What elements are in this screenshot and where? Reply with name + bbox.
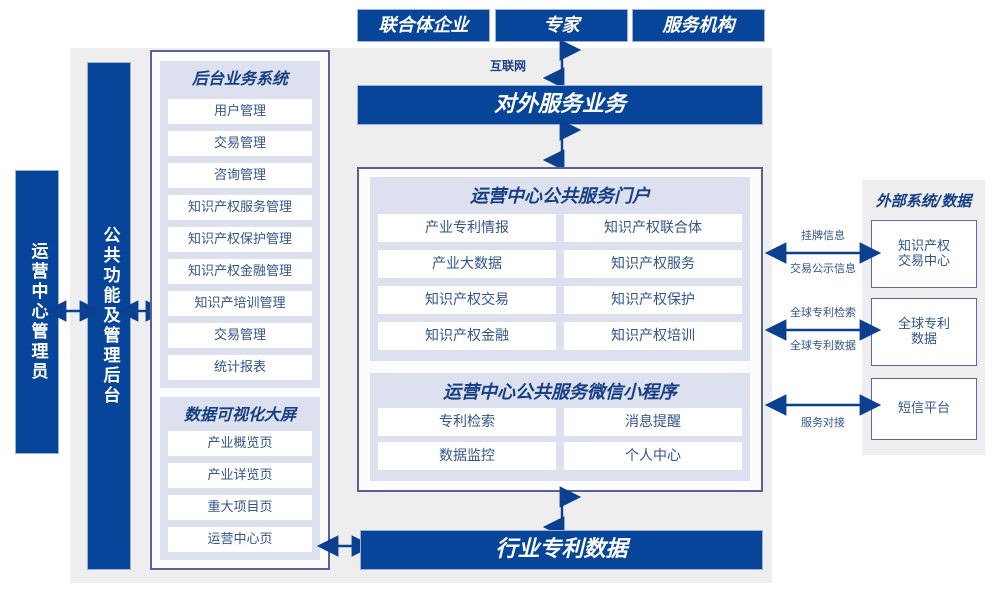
dataviz-item-label: 重大项目页 — [207, 499, 273, 515]
external-system-line2: 交易中心 — [897, 254, 950, 269]
backend-item[interactable]: 知识产权保护管理 — [168, 227, 312, 252]
portal-title: 运营中心公共服务门户 — [470, 186, 650, 207]
external-system-line1: 全球专利 — [897, 316, 950, 332]
external-connector-3 — [764, 394, 882, 416]
portal-item[interactable]: 知识产权服务 — [564, 250, 742, 278]
top-actor-label: 联合体企业 — [378, 14, 469, 36]
external-system-line1: 知识产权 — [897, 238, 950, 254]
dataviz-item[interactable]: 运营中心页 — [168, 527, 312, 552]
backend-item-label: 交易管理 — [213, 327, 266, 343]
miniprogram-item[interactable]: 专利检索 — [378, 408, 556, 436]
backend-to-modules-connector — [116, 300, 168, 322]
portal-to-bottom-connector — [542, 486, 582, 538]
portal-item[interactable]: 知识产权交易 — [378, 286, 556, 314]
external-system-label: 全球专利 数据 — [898, 317, 950, 348]
external-connector-1 — [764, 242, 882, 264]
external-service-bar[interactable]: 对外服务业务 — [357, 85, 763, 125]
portal-item[interactable]: 知识产权金融 — [378, 322, 556, 350]
external-link-label-below-3: 服务对接 — [801, 416, 845, 429]
miniprogram-item[interactable]: 个人中心 — [564, 442, 742, 470]
backend-item-label: 交易管理 — [213, 135, 266, 151]
external-system-box-1[interactable]: 知识产权 交易中心 — [871, 220, 977, 288]
top-actor-label: 专家 — [543, 14, 580, 36]
miniprogram-item[interactable]: 消息提醒 — [564, 408, 742, 436]
top-actor-box-1[interactable]: 联合体企业 — [357, 9, 490, 42]
external-systems-title: 外部系统/数据 — [875, 192, 972, 210]
backend-item[interactable]: 交易管理 — [168, 131, 312, 156]
external-link-label-below-2: 全球专利数据 — [790, 339, 856, 352]
top-actor-label: 服务机构 — [662, 14, 735, 36]
bottom-bar-label: 行业专利数据 — [495, 537, 628, 563]
backend-item-label: 知识产权服务管理 — [187, 199, 292, 215]
external-link-label-above-1: 挂牌信息 — [801, 229, 845, 242]
portal-item-label: 知识产权培训 — [611, 327, 695, 344]
portal-item-label: 知识产权服务 — [611, 255, 695, 272]
backend-item[interactable]: 知识产权金融管理 — [168, 259, 312, 284]
dataviz-item-label: 运营中心页 — [207, 531, 273, 547]
backend-business-title: 后台业务系统 — [191, 69, 288, 88]
dataviz-item[interactable]: 重大项目页 — [168, 495, 312, 520]
admin-to-backend-connector — [44, 300, 102, 322]
backend-item-label: 知识产权金融管理 — [187, 263, 292, 279]
external-service-label: 对外服务业务 — [493, 92, 626, 118]
backend-item[interactable]: 咨询管理 — [168, 163, 312, 188]
left-actor-label: 运营中心管理员 — [27, 242, 48, 382]
portal-item-label: 产业专利情报 — [425, 219, 509, 236]
portal-item-label: 知识产权金融 — [425, 327, 509, 344]
top-actor-box-2[interactable]: 专家 — [495, 9, 628, 42]
internet-label: 互联网 — [490, 59, 527, 73]
modules-to-bottom-connector — [316, 535, 374, 557]
dataviz-item[interactable]: 产业详览页 — [168, 463, 312, 488]
portal-item[interactable]: 知识产权培训 — [564, 322, 742, 350]
backend-item-label: 知识产培训管理 — [194, 295, 286, 311]
portal-item[interactable]: 产业大数据 — [378, 250, 556, 278]
backend-item-label: 用户管理 — [213, 103, 266, 119]
dataviz-item-label: 产业详览页 — [207, 467, 273, 483]
backend-item[interactable]: 交易管理 — [168, 323, 312, 348]
external-connector-2 — [764, 319, 882, 341]
external-link-label-below-1: 交易公示信息 — [790, 262, 856, 275]
left-actor-label: 公共功能及管理后台 — [99, 226, 120, 406]
bottom-industry-data-bar[interactable]: 行业专利数据 — [360, 530, 763, 570]
miniprogram-item-label: 消息提醒 — [625, 413, 681, 430]
dataviz-title: 数据可视化大屏 — [183, 405, 296, 424]
internet-connector — [542, 39, 582, 89]
portal-item[interactable]: 知识产权联合体 — [564, 214, 742, 242]
service-to-portal-connector — [542, 119, 582, 171]
backend-item[interactable]: 统计报表 — [168, 355, 312, 380]
miniprogram-title: 运营中心公共服务微信小程序 — [443, 382, 677, 403]
miniprogram-item-label: 个人中心 — [625, 447, 681, 464]
external-system-box-2[interactable]: 全球专利 数据 — [871, 298, 977, 366]
backend-item[interactable]: 知识产培训管理 — [168, 291, 312, 316]
miniprogram-item-label: 专利检索 — [439, 413, 495, 430]
portal-item-label: 知识产权保护 — [611, 291, 695, 308]
miniprogram-item-label: 数据监控 — [439, 447, 495, 464]
portal-item-label: 产业大数据 — [432, 255, 502, 272]
external-system-box-3[interactable]: 短信平台 — [871, 378, 977, 440]
portal-item[interactable]: 知识产权保护 — [564, 286, 742, 314]
portal-item-label: 知识产权联合体 — [604, 219, 702, 236]
portal-item[interactable]: 产业专利情报 — [378, 214, 556, 242]
top-actor-box-3[interactable]: 服务机构 — [632, 9, 765, 42]
backend-item-label: 知识产权保护管理 — [187, 231, 292, 247]
external-system-label: 知识产权 交易中心 — [898, 239, 950, 270]
external-link-label-above-2: 全球专利检索 — [790, 306, 856, 319]
dataviz-item[interactable]: 产业概览页 — [168, 431, 312, 456]
external-system-line2: 数据 — [910, 332, 937, 347]
miniprogram-item[interactable]: 数据监控 — [378, 442, 556, 470]
backend-item-label: 咨询管理 — [213, 167, 266, 183]
left-actor-operations-admin[interactable]: 运营中心管理员 — [15, 170, 59, 454]
backend-item-label: 统计报表 — [213, 359, 266, 375]
left-actor-common-backend[interactable]: 公共功能及管理后台 — [87, 62, 131, 570]
backend-item[interactable]: 用户管理 — [168, 99, 312, 124]
external-system-label: 短信平台 — [897, 401, 950, 417]
portal-item-label: 知识产权交易 — [425, 291, 509, 308]
backend-item[interactable]: 知识产权服务管理 — [168, 195, 312, 220]
dataviz-item-label: 产业概览页 — [207, 435, 273, 451]
